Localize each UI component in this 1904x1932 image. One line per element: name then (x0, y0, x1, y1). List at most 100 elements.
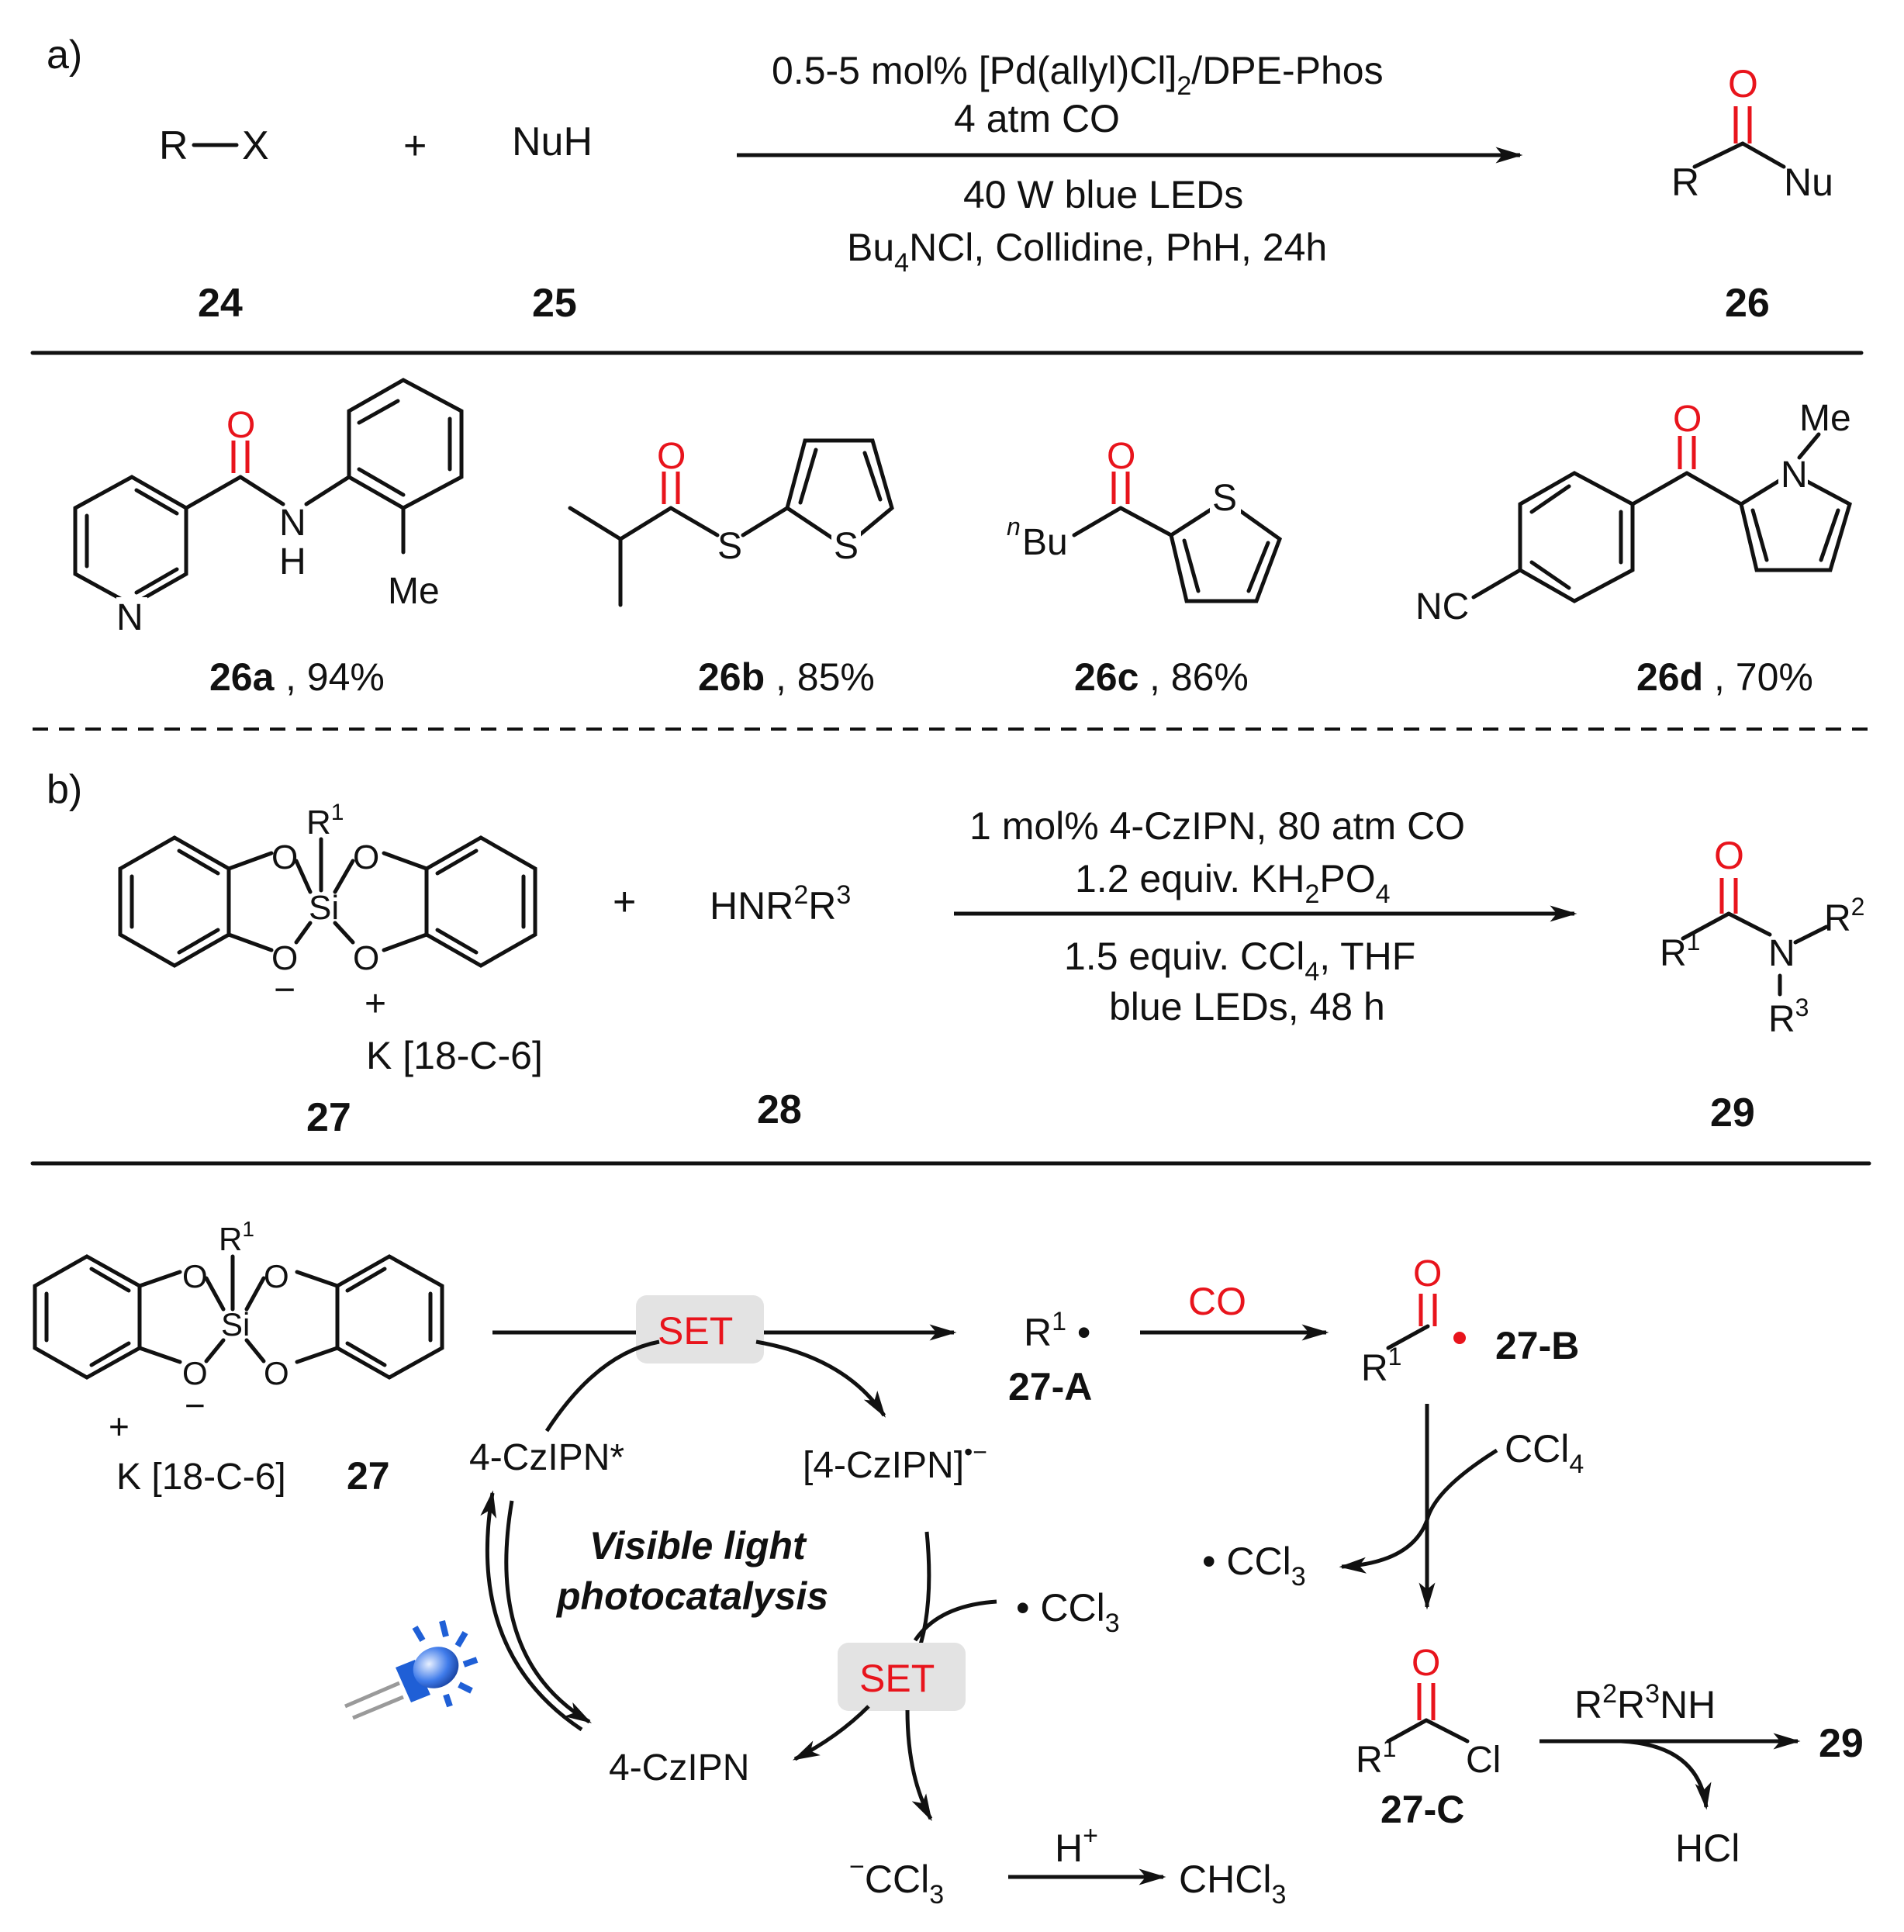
condition-a-2: 4 atm CO (954, 97, 1120, 140)
example-26b: O S S 26b , 85% (568, 436, 894, 699)
nu-group: Nu (1784, 161, 1833, 204)
arrow-relaxation (504, 1500, 593, 1724)
methyl-26a: Me (388, 571, 440, 612)
silicate-o-4: O (353, 939, 379, 977)
ccl3-anion: −CCl3 (849, 1852, 944, 1910)
amide-o-29: O (1714, 834, 1744, 877)
ground-catalyst: 4-CzIPN (609, 1747, 749, 1789)
silicate-minus: − (274, 969, 295, 1011)
thioester-s: S (717, 526, 742, 567)
set-box-2 (838, 1643, 966, 1711)
silicate-o-1: O (271, 838, 298, 876)
arc-set-to-reduced (755, 1339, 886, 1418)
label-27b: 27-B (1495, 1324, 1579, 1367)
co-label: CO (1188, 1280, 1246, 1323)
methyl-26d: Me (1799, 398, 1851, 439)
product-r2: R2 (1824, 893, 1864, 939)
silicate-27: O O O O Si R1 − + K [18-C-6] (118, 800, 543, 1077)
label-26a: 26a (209, 655, 275, 699)
amide-o-26a: O (226, 405, 255, 446)
compound-number-26: 26 (1725, 281, 1770, 326)
product-26-structure: O R Nu (1671, 62, 1833, 204)
amide-n: N (279, 503, 306, 544)
condition-b-3: 1.5 equiv. CCl4, THF (1064, 935, 1415, 987)
arc-ccl4 (1339, 1448, 1498, 1574)
thioester-o: O (657, 436, 686, 477)
acyl-o: O (1413, 1253, 1442, 1294)
condition-a-1: 0.5-5 mol% [Pd(allyl)Cl]2/DPE-Phos (772, 49, 1384, 101)
yield-26a: , 94% (285, 655, 385, 699)
chloroform: CHCl3 (1179, 1858, 1286, 1910)
yield-26c: , 86% (1149, 655, 1249, 699)
radical-r1: R1 • (1024, 1307, 1090, 1354)
silicate-counterion: K [18-C-6] (366, 1034, 543, 1077)
part-a-label: a) (47, 33, 82, 78)
blue-led-icon (344, 1620, 479, 1720)
pyridine-n: N (116, 597, 143, 638)
arc-hcl (1620, 1739, 1712, 1810)
label-26c: 26c (1074, 655, 1139, 699)
nitrile-nc: NC (1415, 586, 1469, 627)
set-label-2: SET (859, 1657, 935, 1700)
reduced-catalyst: [4-CzIPN]•− (803, 1438, 987, 1486)
condition-a-4: Bu4NCl, Collidine, PhH, 24h (847, 226, 1327, 278)
mech-silicate-r1: R1 (219, 1217, 254, 1257)
acid-chloride-o: O (1412, 1643, 1440, 1684)
thiophene-s-26c: S (1212, 478, 1237, 519)
set-label-1: SET (658, 1309, 733, 1353)
example-26a: N O N H Me 26a , 94% (73, 378, 464, 699)
mech-silicate-plus: + (109, 1406, 130, 1446)
excited-catalyst: 4-CzIPN* (469, 1437, 624, 1478)
compound-number-29: 29 (1710, 1090, 1755, 1135)
nbutyl: Bu (1022, 522, 1068, 563)
mech-silicate-minus: − (185, 1385, 206, 1426)
amine-28: HNR2R3 (710, 880, 851, 928)
plus-b: + (613, 880, 636, 925)
part-b-label: b) (47, 767, 82, 812)
acid-chloride-r1: R1 (1356, 1734, 1396, 1781)
acyl-radical-27b: O R1 27-B (1361, 1253, 1579, 1389)
mech-number-27: 27 (347, 1454, 390, 1498)
silicate-o-2: O (353, 838, 379, 876)
product-n: N (1768, 933, 1795, 974)
compound-number-25: 25 (532, 281, 577, 326)
silicon-atom: Si (309, 889, 339, 927)
ccl3-radical-right: • CCl3 (1202, 1540, 1306, 1592)
mech-silicate-o-2: O (264, 1258, 289, 1294)
label-27a: 27-A (1008, 1365, 1092, 1408)
mech-counterion: K [18-C-6] (116, 1457, 286, 1498)
ketone-o-26c: O (1107, 436, 1135, 477)
condition-b-1: 1 mol% 4-CzIPN, 80 atm CO (969, 804, 1465, 848)
hcl-byproduct: HCl (1675, 1827, 1740, 1870)
example-26d: NC O N Me 26d , 70% (1415, 398, 1852, 699)
photocatalysis-line-1: Visible light (589, 1524, 807, 1567)
arc-ccl3-radical-in (913, 1599, 997, 1642)
condition-b-2: 1.2 equiv. KH2PO4 (1075, 857, 1391, 909)
product-r1: R1 (1660, 928, 1700, 974)
pyrrole-n: N (1781, 454, 1808, 496)
acid-chloride-cl: Cl (1466, 1740, 1501, 1781)
photocatalysis-line-2: photocatalysis (555, 1574, 828, 1618)
arc-set-to-anion (905, 1709, 933, 1822)
thiophene-s-26b: S (834, 526, 859, 567)
amide-h: H (279, 541, 306, 582)
mech-silicate-o-1: O (182, 1258, 208, 1294)
silicate-plus: + (365, 983, 386, 1025)
mech-silicate-o-4: O (264, 1355, 289, 1391)
mechanism-silicate-27: O O O O Si R1 − + K [18-C-6] 27 (33, 1217, 444, 1498)
set-box-1 (636, 1295, 764, 1363)
reactant-rx-x: X (242, 123, 269, 168)
mech-silicon: Si (221, 1306, 250, 1343)
acyl-r1: R1 (1361, 1343, 1401, 1389)
condition-a-3: 40 W blue LEDs (963, 173, 1243, 216)
oxygen-atom: O (1728, 62, 1758, 105)
ketone-o-26d: O (1673, 399, 1702, 440)
product-29-structure: O R1 N R2 R3 (1660, 834, 1864, 1040)
yield-26d: , 70% (1714, 655, 1813, 699)
part-a: a) R X + NuH 0.5-5 mol% [Pd(allyl)Cl]2/D… (47, 33, 1833, 326)
nbutyl-n: n (1007, 513, 1021, 541)
mechanism: O O O O Si R1 − + K [18-C-6] 27 SET R1 •… (33, 1217, 1864, 1910)
arc-set-to-ground (792, 1705, 870, 1761)
r-group: R (1671, 161, 1699, 204)
